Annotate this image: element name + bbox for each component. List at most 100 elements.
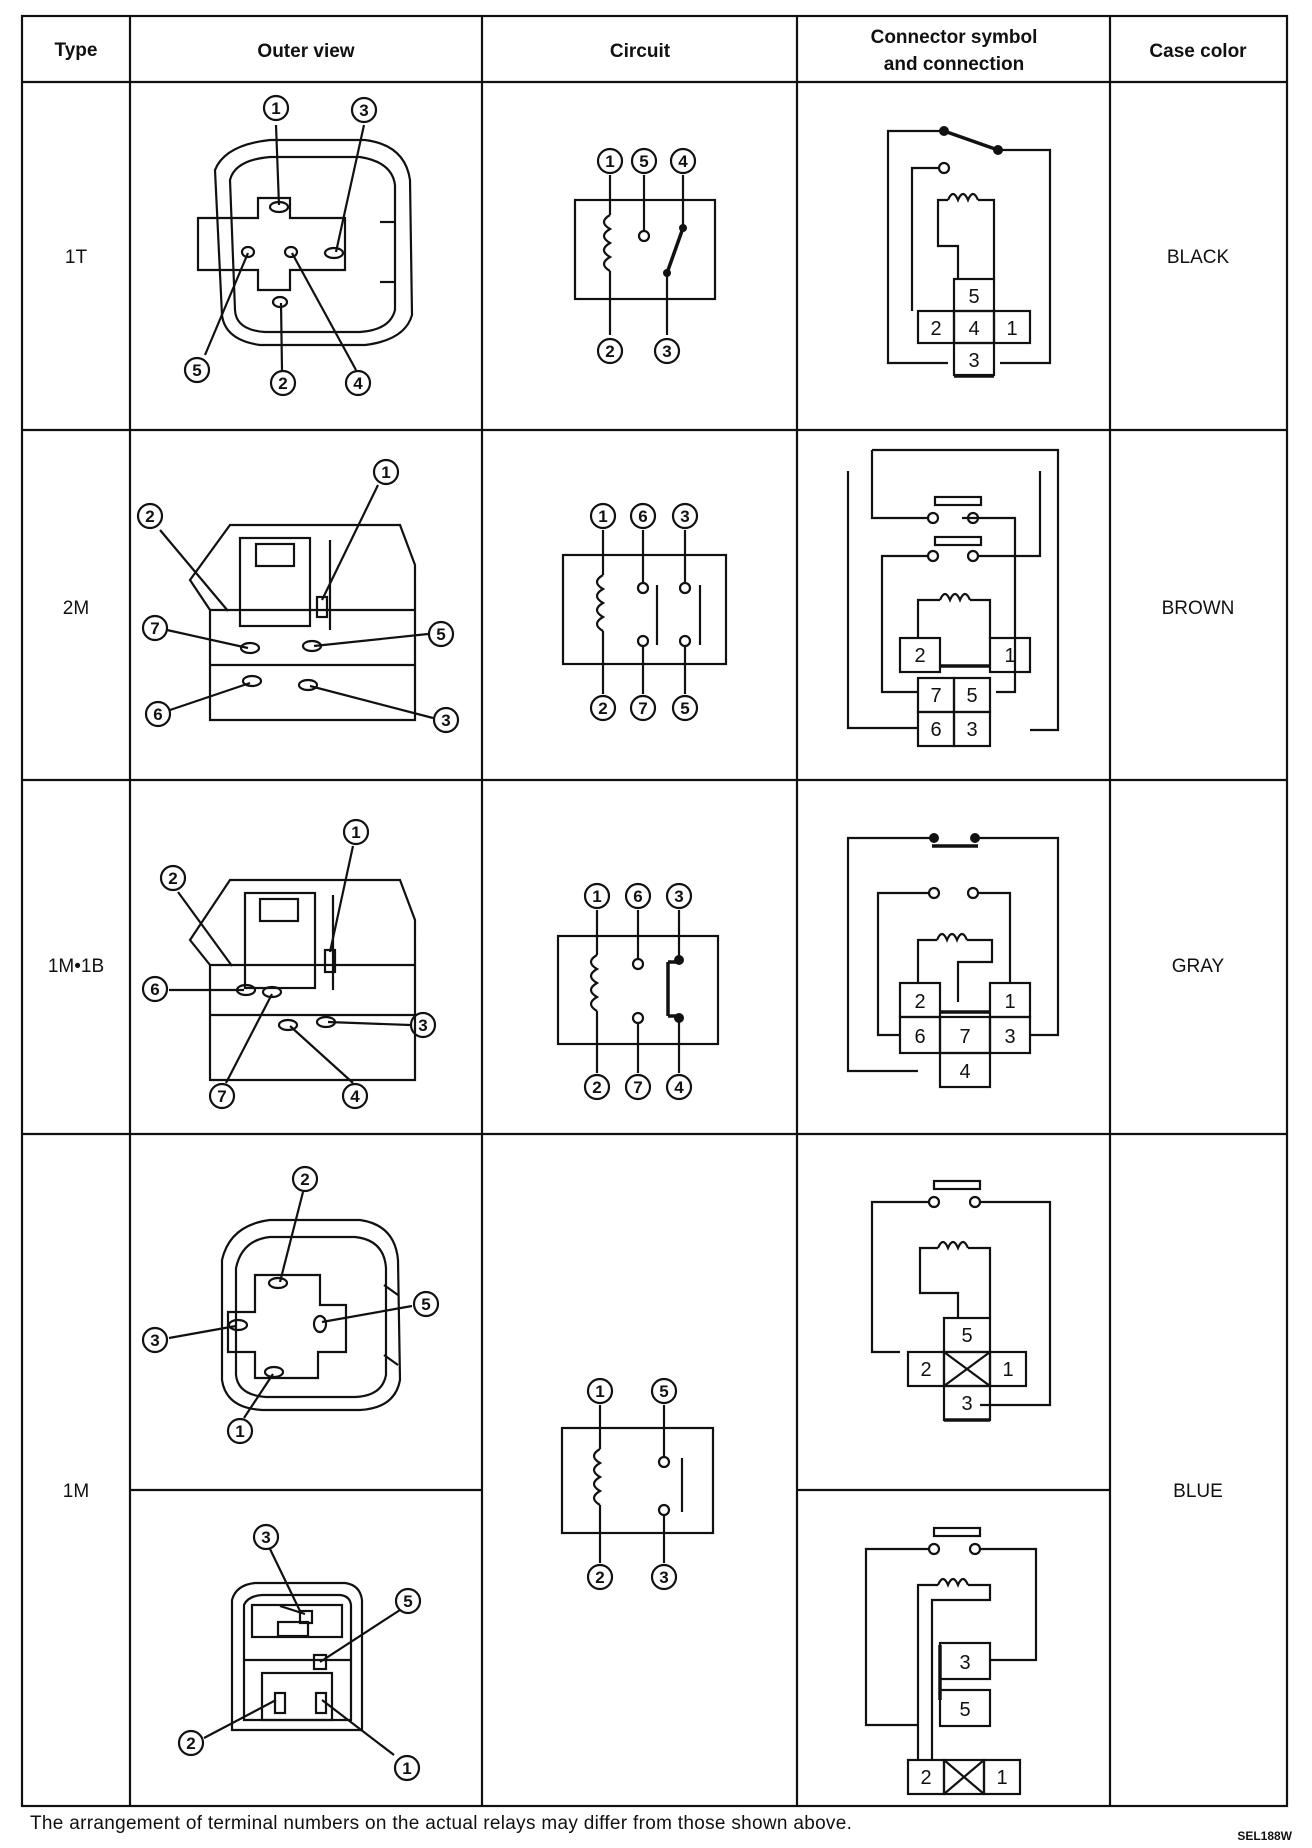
outer-labels-2m: 2 1 7 5 6 3 (136, 458, 460, 734)
connector-pin: 5 (966, 685, 977, 707)
terminal-label: 7 (150, 619, 159, 638)
connector-pin: 7 (930, 685, 941, 707)
terminal-marker (589, 694, 617, 722)
terminal-label: 1 (271, 99, 280, 118)
terminal-label: 3 (261, 1528, 270, 1547)
terminal-label: 2 (168, 869, 177, 888)
connector-pin: 1 (1004, 991, 1015, 1013)
connector-1m1b: 2 1 6 7 3 4 (846, 833, 1060, 1089)
outer-view-1t (196, 124, 414, 371)
connector-pin: 3 (961, 1393, 972, 1415)
terminal-marker (624, 1073, 652, 1101)
circuit-labels-1m: 1 5 2 3 (586, 1377, 678, 1591)
connector-pin: 4 (959, 1061, 970, 1083)
connector-pin: 3 (966, 719, 977, 741)
terminal-marker (629, 694, 657, 722)
connector-pin: 2 (914, 645, 925, 667)
footnote: The arrangement of terminal numbers on t… (30, 1813, 853, 1834)
connector-pin: 4 (968, 318, 979, 340)
circuit-labels-1m1b: 1 6 3 2 7 4 (583, 882, 693, 1101)
connector-pin: 5 (968, 286, 979, 308)
terminal-marker (586, 1563, 614, 1591)
connector-pin: 2 (920, 1359, 931, 1381)
connector-pin: 7 (959, 1026, 970, 1048)
connector-pin: 3 (968, 350, 979, 372)
header-type: Type (55, 40, 98, 61)
outer-labels-1m1b: 1 2 6 3 7 4 (141, 818, 437, 1110)
terminal-marker (653, 337, 681, 365)
terminal-label: 7 (633, 1078, 642, 1097)
terminal-marker (432, 706, 460, 734)
outer-labels-1m-a: 2 5 3 1 (141, 1165, 440, 1445)
type-cell-2m: 2M (63, 598, 89, 619)
header-case-color: Case color (1149, 41, 1247, 62)
terminal-label: 1 (235, 1422, 244, 1441)
terminal-marker (665, 1073, 693, 1101)
type-cell-1m: 1M (63, 1481, 89, 1502)
terminal-label: 4 (353, 374, 363, 393)
terminal-label: 4 (678, 152, 688, 171)
terminal-marker (589, 502, 617, 530)
connector-pin: 3 (1004, 1026, 1015, 1048)
terminal-label: 1 (351, 823, 360, 842)
terminal-label: 2 (605, 342, 614, 361)
terminal-marker (183, 356, 211, 384)
terminal-marker (665, 882, 693, 910)
terminal-label: 5 (421, 1295, 430, 1314)
terminal-marker (342, 818, 370, 846)
terminal-label: 1 (605, 152, 614, 171)
outer-labels-1m-b: 3 5 2 1 (177, 1523, 422, 1782)
connector-2m: 2 1 7 5 6 3 (846, 448, 1060, 748)
terminal-marker (412, 1290, 440, 1318)
connector-pin: 2 (920, 1767, 931, 1789)
circuit-1m (560, 1405, 715, 1563)
terminal-label: 5 (403, 1592, 412, 1611)
terminal-marker (596, 337, 624, 365)
terminal-marker (629, 502, 657, 530)
circuit-labels-1t: 1 5 4 2 3 (596, 147, 697, 365)
connector-pin: 1 (1004, 645, 1015, 667)
connector-pin: 2 (930, 318, 941, 340)
terminal-marker (141, 975, 169, 1003)
connector-pin: 1 (996, 1767, 1007, 1789)
terminal-label: 5 (680, 699, 689, 718)
terminal-marker (630, 147, 658, 175)
terminal-label: 2 (278, 374, 287, 393)
terminal-marker (650, 1377, 678, 1405)
terminal-label: 5 (639, 152, 648, 171)
terminal-label: 4 (674, 1078, 684, 1097)
terminal-label: 6 (153, 705, 162, 724)
terminal-label: 2 (592, 1078, 601, 1097)
connector-pin: 5 (961, 1325, 972, 1347)
terminal-marker (341, 1082, 369, 1110)
connector-pin: 6 (930, 719, 941, 741)
circuit-labels-2m: 1 6 3 2 7 5 (589, 502, 699, 722)
terminal-label: 3 (359, 101, 368, 120)
terminal-marker (141, 614, 169, 642)
terminal-marker (226, 1417, 254, 1445)
terminal-label: 3 (674, 887, 683, 906)
connector-pin: 1 (1002, 1359, 1013, 1381)
outer-view-2m (159, 484, 434, 722)
outer-view-1m-b (203, 1581, 401, 1756)
terminal-marker (394, 1587, 422, 1615)
terminal-label: 2 (595, 1568, 604, 1587)
table-grid (20, 14, 1289, 1808)
terminal-label: 2 (300, 1170, 309, 1189)
case-color-gray: GRAY (1172, 956, 1225, 977)
case-color-brown: BROWN (1162, 598, 1235, 619)
connector-pin: 5 (959, 1699, 970, 1721)
circuit-1m1b (556, 910, 720, 1073)
figure-code: SEL188W (1237, 1829, 1292, 1843)
terminal-label: 2 (145, 507, 154, 526)
connector-pin: 2 (914, 991, 925, 1013)
terminal-marker (159, 864, 187, 892)
terminal-label: 3 (441, 711, 450, 730)
terminal-label: 1 (592, 887, 601, 906)
terminal-marker (596, 147, 624, 175)
terminal-marker (350, 96, 378, 124)
terminal-label: 4 (350, 1087, 360, 1106)
outer-view-1m-a (168, 1191, 413, 1419)
